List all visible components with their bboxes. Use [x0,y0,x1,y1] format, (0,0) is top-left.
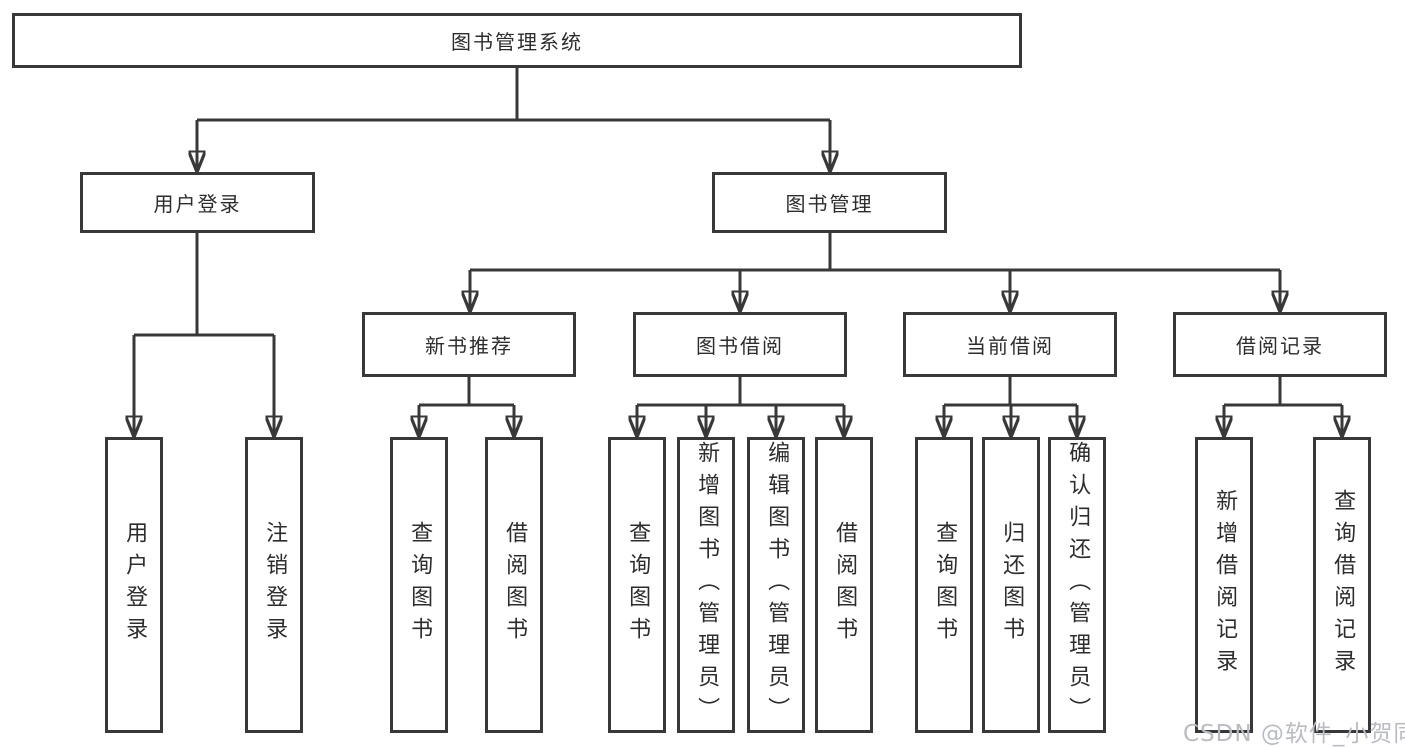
leaf-label: 用户登录 [122,521,148,649]
leaf-label: 注销登录 [262,521,288,649]
leaf-label: 借阅图书 [502,521,528,649]
node-book-management: 图书管理 [712,172,947,233]
connector-root-to-level2 [197,68,830,170]
node-leaf-borrow-books: 借阅图书 [815,437,873,733]
node-new-book-recommend: 新书推荐 [362,312,576,377]
node-book-borrow: 图书借阅 [633,312,847,377]
leaf-label: 查询图书 [625,521,651,649]
node-leaf-borrow-books-recommend: 借阅图书 [485,437,543,733]
leaf-label: 编辑图书（管理员） [764,441,790,729]
connector-borrow-records-children [1224,377,1342,435]
csdn-watermark: CSDN @软件_小贺同学 [1183,721,1405,747]
node-leaf-query-books-recommend: 查询图书 [390,437,448,733]
node-leaf-edit-books-admin: 编辑图书（管理员） [747,437,805,733]
connector-book-borrow-children [637,377,844,435]
leaf-label: 确认归还（管理员） [1065,441,1091,729]
leaf-label: 查询图书 [407,521,433,649]
connector-book-mgmt-children [470,233,1280,310]
node-leaf-add-books-admin: 新增图书（管理员） [677,437,735,733]
node-leaf-user-login: 用户登录 [105,437,163,733]
connector-new-books-children [419,377,514,435]
node-user-login: 用户登录 [80,172,315,233]
node-root-system: 图书管理系统 [12,13,1022,68]
node-leaf-query-borrow-record: 查询借阅记录 [1313,437,1371,733]
leaf-label: 新增借阅记录 [1212,489,1238,681]
leaf-label: 查询借阅记录 [1330,489,1356,681]
leaf-label: 新增图书（管理员） [694,441,720,729]
node-leaf-logout: 注销登录 [245,437,303,733]
node-leaf-confirm-return-admin: 确认归还（管理员） [1048,437,1106,733]
node-leaf-query-books-borrow: 查询图书 [608,437,666,733]
connector-user-login-children [134,233,274,435]
node-borrow-records: 借阅记录 [1173,312,1387,377]
connector-current-borrow-children [944,377,1077,435]
node-leaf-query-books-current: 查询图书 [915,437,973,733]
node-leaf-return-books: 归还图书 [982,437,1040,733]
leaf-label: 归还图书 [999,521,1025,649]
node-current-borrow: 当前借阅 [903,312,1117,377]
leaf-label: 借阅图书 [832,521,858,649]
node-leaf-add-borrow-record: 新增借阅记录 [1195,437,1253,733]
leaf-label: 查询图书 [932,521,958,649]
